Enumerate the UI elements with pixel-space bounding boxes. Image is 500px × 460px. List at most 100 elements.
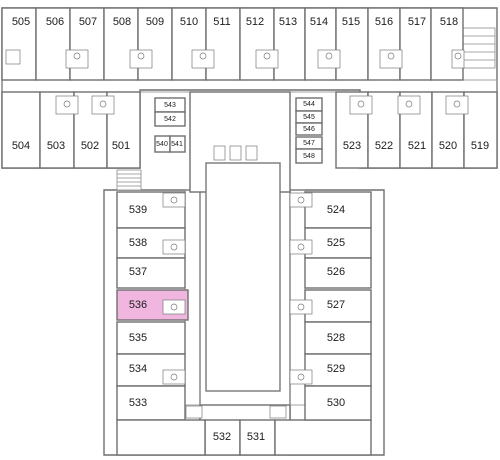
room-524[interactable]: 524 bbox=[304, 191, 372, 229]
room-label: 539 bbox=[129, 204, 147, 216]
room-label: 524 bbox=[327, 204, 345, 216]
room-label: 520 bbox=[439, 140, 457, 152]
elevator-1 bbox=[213, 145, 226, 161]
room-label: 546 bbox=[303, 126, 315, 133]
room-label: 533 bbox=[129, 397, 147, 409]
room-label: 537 bbox=[129, 266, 147, 278]
room-label: 522 bbox=[375, 140, 393, 152]
room-545[interactable]: 545 bbox=[295, 110, 323, 124]
room-511[interactable]: 511 bbox=[205, 7, 241, 81]
room-label: 507 bbox=[79, 16, 97, 28]
bathroom-fixtures-north bbox=[5, 49, 465, 69]
bathroom-fixtures-east bbox=[289, 192, 313, 385]
room-544[interactable]: 544 bbox=[295, 97, 323, 112]
room-label: 511 bbox=[213, 16, 231, 28]
bathroom-fixtures-northwest bbox=[55, 95, 115, 115]
room-label: 519 bbox=[471, 140, 489, 152]
room-513[interactable]: 513 bbox=[273, 7, 306, 81]
stairs-west bbox=[116, 169, 142, 191]
room-label: 526 bbox=[327, 266, 345, 278]
room-504[interactable]: 504 bbox=[1, 91, 41, 169]
room-514[interactable]: 514 bbox=[304, 7, 337, 81]
room-526[interactable]: 526 bbox=[304, 257, 372, 289]
room-530[interactable]: 530 bbox=[304, 385, 372, 421]
room-543[interactable]: 543 bbox=[154, 97, 186, 113]
room-label: 534 bbox=[129, 363, 147, 375]
room-547[interactable]: 547 bbox=[295, 136, 323, 150]
room-505[interactable]: 505 bbox=[1, 7, 37, 81]
room-label: 540 bbox=[156, 141, 168, 148]
room-label: 545 bbox=[303, 114, 315, 121]
room-label: 542 bbox=[164, 116, 176, 123]
stairs-northeast bbox=[462, 27, 496, 69]
room-label: 512 bbox=[246, 16, 264, 28]
room-label: 503 bbox=[47, 140, 65, 152]
room-509[interactable]: 509 bbox=[137, 7, 173, 81]
room-525[interactable]: 525 bbox=[304, 227, 372, 259]
room-label: 517 bbox=[408, 16, 426, 28]
room-label: 521 bbox=[408, 140, 426, 152]
room-522[interactable]: 522 bbox=[367, 91, 401, 169]
room-label: 513 bbox=[279, 16, 297, 28]
room-548[interactable]: 548 bbox=[295, 148, 323, 164]
room-507[interactable]: 507 bbox=[69, 7, 105, 81]
room-label: 531 bbox=[247, 431, 265, 443]
room-510[interactable]: 510 bbox=[171, 7, 207, 81]
room-542[interactable]: 542 bbox=[154, 111, 186, 127]
room-label: 516 bbox=[375, 16, 393, 28]
south-corner-room-west bbox=[116, 419, 206, 456]
room-label: 514 bbox=[310, 16, 328, 28]
room-529[interactable]: 529 bbox=[304, 353, 372, 387]
courtyard bbox=[205, 162, 281, 392]
stairs-south-east bbox=[269, 405, 287, 419]
room-label: 532 bbox=[213, 431, 231, 443]
room-label: 536 bbox=[129, 299, 147, 311]
room-label: 509 bbox=[146, 16, 164, 28]
room-506[interactable]: 506 bbox=[35, 7, 71, 81]
room-537[interactable]: 537 bbox=[116, 257, 186, 289]
room-540[interactable]: 540 bbox=[154, 135, 171, 153]
room-label: 505 bbox=[12, 16, 30, 28]
room-517[interactable]: 517 bbox=[399, 7, 432, 81]
room-527[interactable]: 527 bbox=[304, 289, 372, 323]
room-label: 510 bbox=[180, 16, 198, 28]
room-label: 525 bbox=[327, 237, 345, 249]
room-541[interactable]: 541 bbox=[169, 135, 186, 153]
room-531[interactable]: 531 bbox=[239, 419, 276, 456]
south-corner-room-east bbox=[274, 419, 372, 456]
room-535[interactable]: 535 bbox=[116, 321, 186, 355]
room-515[interactable]: 515 bbox=[335, 7, 369, 81]
room-label: 502 bbox=[81, 140, 99, 152]
room-label: 527 bbox=[327, 299, 345, 311]
room-label: 529 bbox=[327, 363, 345, 375]
room-label: 504 bbox=[12, 140, 30, 152]
elevator-2 bbox=[229, 145, 242, 161]
room-532[interactable]: 532 bbox=[204, 419, 241, 456]
room-label: 523 bbox=[343, 140, 361, 152]
room-519[interactable]: 519 bbox=[463, 91, 498, 169]
room-label: 506 bbox=[46, 16, 64, 28]
room-546[interactable]: 546 bbox=[295, 122, 323, 136]
room-label: 547 bbox=[303, 140, 315, 147]
room-label: 538 bbox=[129, 237, 147, 249]
room-label: 543 bbox=[164, 102, 176, 109]
room-501[interactable]: 501 bbox=[106, 91, 141, 169]
room-516[interactable]: 516 bbox=[367, 7, 401, 81]
room-label: 518 bbox=[440, 16, 458, 28]
stairs-south-west bbox=[185, 405, 203, 419]
room-512[interactable]: 512 bbox=[239, 7, 275, 81]
room-label: 515 bbox=[342, 16, 360, 28]
room-label: 501 bbox=[112, 140, 130, 152]
room-518[interactable]: 518 bbox=[430, 7, 464, 81]
room-508[interactable]: 508 bbox=[103, 7, 139, 81]
room-533[interactable]: 533 bbox=[116, 385, 186, 421]
room-528[interactable]: 528 bbox=[304, 321, 372, 355]
room-label: 508 bbox=[113, 16, 131, 28]
room-label: 544 bbox=[303, 101, 315, 108]
elevator-3 bbox=[245, 145, 258, 161]
room-label: 528 bbox=[327, 332, 345, 344]
bathroom-fixtures-west bbox=[162, 192, 186, 385]
room-label: 530 bbox=[327, 397, 345, 409]
room-label: 541 bbox=[171, 141, 183, 148]
